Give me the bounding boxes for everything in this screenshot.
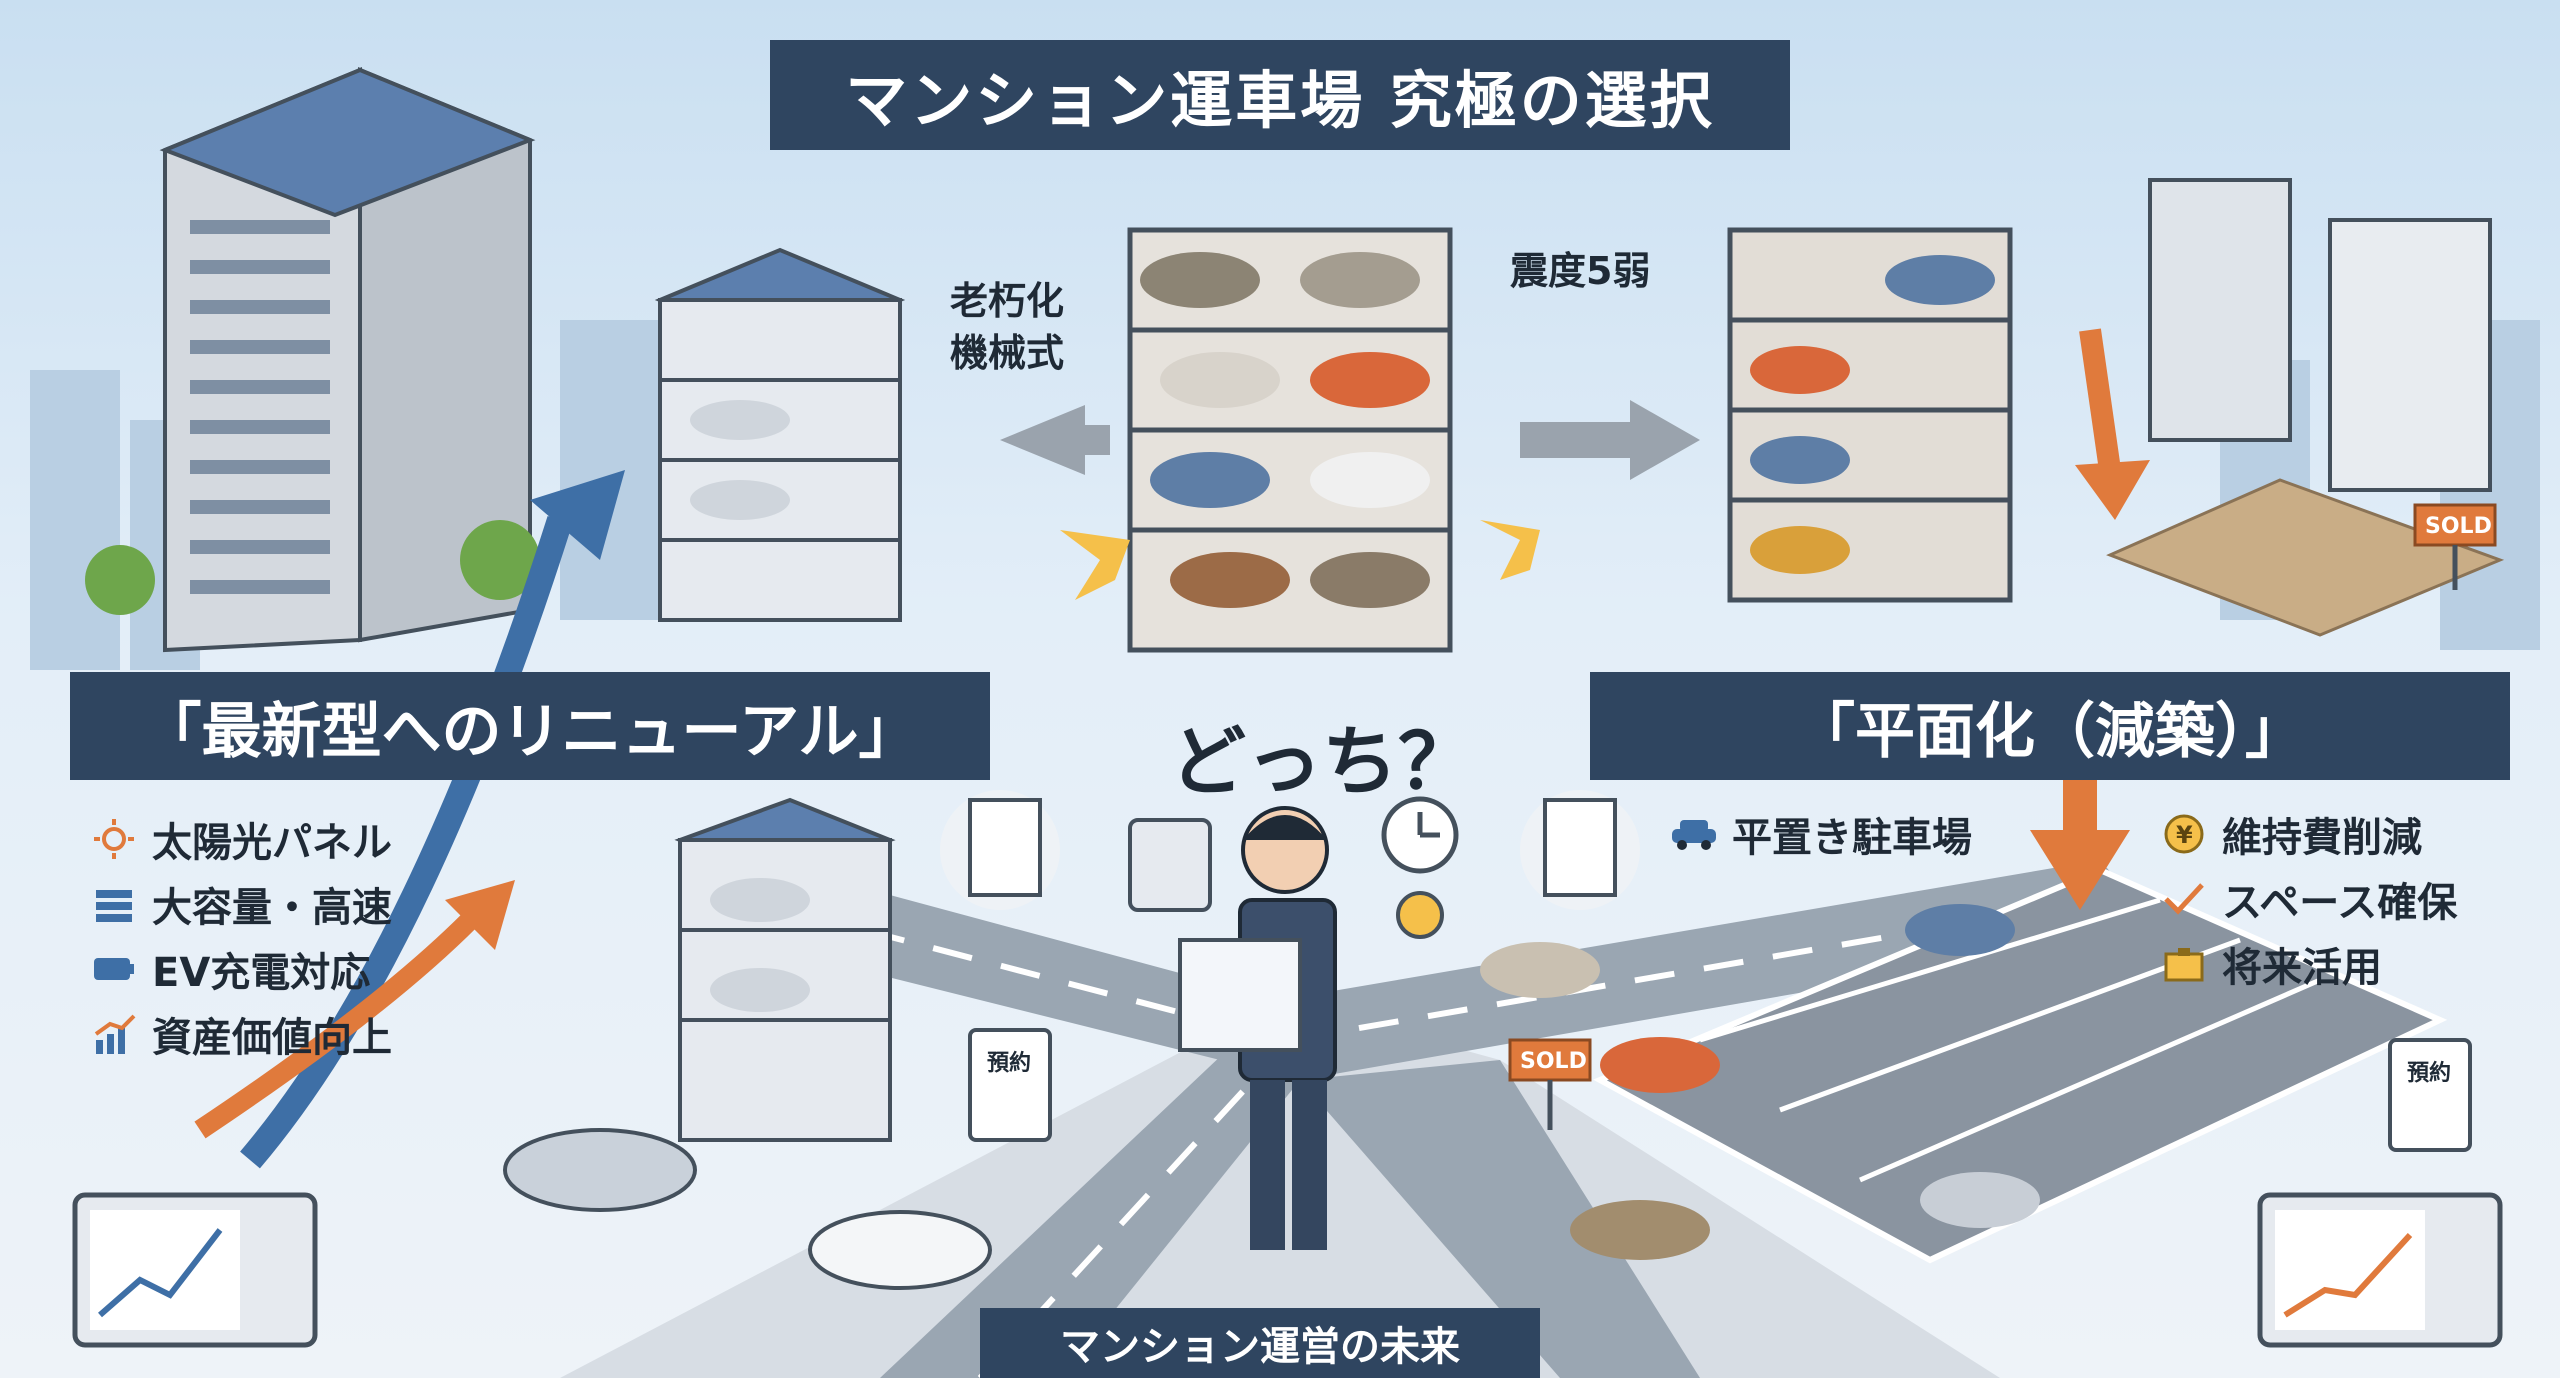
reservation-label-left: 預約 [987, 1050, 1031, 1076]
right-feature-cost: ¥ 維持費削減 [2160, 805, 2422, 863]
removed-parking-tower [1727, 227, 2013, 603]
check-icon [2160, 877, 2208, 921]
vacant-lot [2106, 178, 2505, 637]
battery-icon [90, 947, 138, 991]
flatten-option-banner: 「平面化（減築）」 [1590, 672, 2510, 780]
footer-caption: マンション運営の未来 [980, 1308, 1540, 1378]
right-feature-label: 維持費削減 [2222, 815, 2422, 861]
renewal-option-banner: 「最新型へのリニューアル」 [70, 672, 990, 780]
sold-label-parking: SOLD [1520, 1049, 1587, 1074]
sun-icon [90, 817, 138, 861]
question-text: どっち？ [1170, 717, 1474, 806]
renewed-parking-tower [654, 247, 906, 622]
right-feature-label: スペース確保 [2222, 880, 2458, 926]
right-feature-label: 将来活用 [2222, 945, 2382, 991]
left-feature-value: 資産価値向上 [90, 1005, 392, 1063]
earthquake-label: 震度5弱 [1510, 249, 1651, 293]
stack-icon [90, 882, 138, 926]
sold-sign-parking: SOLD [1508, 1038, 1592, 1130]
monitor-dashboard-right [2257, 1192, 2503, 1348]
car-icon [1670, 812, 1718, 856]
growth-chart-icon [90, 1012, 138, 1056]
flat-parking-lot [1480, 866, 2448, 1264]
sold-sign-lot: SOLD [2413, 503, 2497, 590]
aging-label-line1: 老朽化 [950, 279, 1065, 323]
svg-text:¥: ¥ [2176, 821, 2193, 849]
document-icon-right [1520, 790, 1640, 910]
left-feature-label: 大容量・高速 [152, 885, 392, 931]
yen-coin-icon: ¥ [2160, 812, 2208, 856]
reservation-clipboard-right: 預約 [2388, 1038, 2472, 1152]
left-feature-label: 資産価値向上 [152, 1015, 392, 1061]
page-title: マンション運車場 究極の選択 [770, 40, 1790, 150]
left-feature-solar: 太陽光パネル [90, 810, 392, 868]
clock-icon [1381, 796, 1459, 874]
new-parking-tower-with-ev [503, 797, 992, 1290]
arrows [194, 328, 2150, 1169]
box-icon [2160, 942, 2208, 986]
left-feature-label: EV充電対応 [152, 950, 371, 996]
flat-parking-label: 平置き駐車場 [1670, 805, 1972, 863]
document-icon-left [940, 790, 1060, 910]
aging-mechanical-parking [1060, 227, 1540, 653]
left-feature-label: 太陽光パネル [152, 820, 392, 866]
sold-label-lot: SOLD [2425, 514, 2492, 539]
aging-label-line2: 機械式 [950, 331, 1065, 375]
reservation-clipboard-left: 預約 [968, 1028, 1052, 1142]
apartment-tower [85, 67, 540, 653]
flat-parking-text: 平置き駐車場 [1732, 815, 1972, 861]
right-feature-space: スペース確保 [2160, 870, 2457, 928]
businessman-figure [1178, 806, 1444, 1250]
left-feature-ev: EV充電対応 [90, 940, 370, 998]
monitor-dashboard-left [72, 1192, 318, 1348]
calculator-icon [1128, 818, 1212, 912]
right-feature-future: 将来活用 [2160, 935, 2382, 993]
left-feature-capacity: 大容量・高速 [90, 875, 392, 933]
reservation-label-right: 預約 [2407, 1060, 2451, 1086]
